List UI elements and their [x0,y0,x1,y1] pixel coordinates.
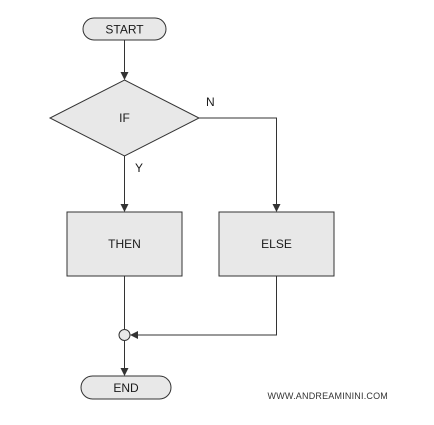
end-shape [80,375,172,400]
if-label: IF [119,111,130,125]
else-shape [218,211,335,277]
site-watermark: WWW.ANDREAMININI.COM [268,391,389,401]
end-node: END [80,375,172,400]
edge-if-to-else [199,117,281,212]
if-node: IF [48,79,201,157]
merge-connector [118,329,131,341]
no-edge-label: N [206,95,215,109]
end-label: END [113,381,139,395]
start-node: START [82,17,167,41]
start-label: START [105,23,144,37]
yes-edge-label: Y [135,161,143,175]
then-node: THEN [66,211,183,277]
then-shape [66,211,183,277]
else-node: ELSE [218,211,335,277]
edge-else-to-merge [130,276,277,339]
then-label: THEN [108,237,141,251]
else-label: ELSE [261,237,292,251]
